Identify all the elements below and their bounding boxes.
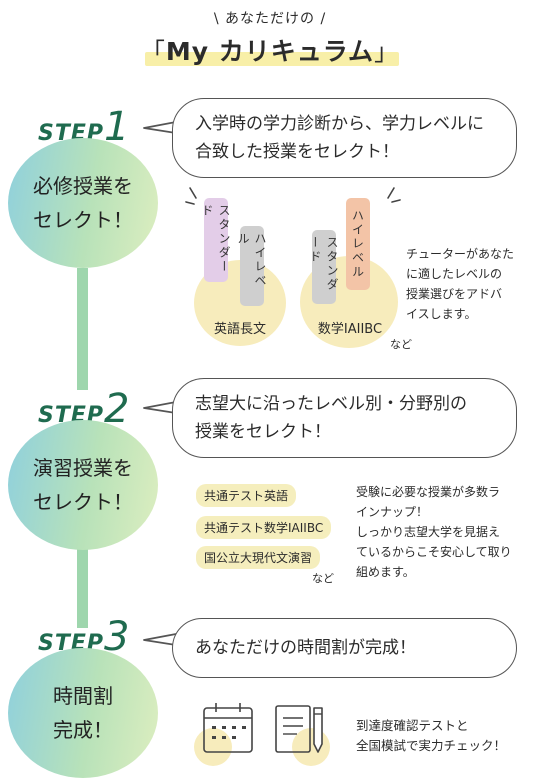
step1-note: チューターがあなた に適したレベルの 授業選びをアドバ イスします。 [406,247,515,321]
page-title: 「My カリキュラム」 [131,32,409,68]
label-english: 英語長文 [213,322,266,337]
notebook-pen-icon [275,705,323,753]
course-chip: 共通テスト数学IAIIBC [196,516,332,539]
sparkle-icon [185,187,197,205]
tag-highlevel-english: ハイレベル [236,226,267,306]
title-text: My カリキュラム [165,37,375,66]
title-wrap: 「My カリキュラム」 [0,32,540,68]
connector-line-2-3 [77,512,88,628]
course-chip: 国公立大現代文演習 [196,546,321,569]
course-chip: 共通テスト英語 [196,484,297,507]
step2-note: 受験に必要な授業が多数ラ インナップ！ しっかり志望大学を見据え ているからこそ… [356,485,512,579]
step-circle-3: 時間割 完成！ [8,648,158,778]
tag-highlevel-math: ハイレベル [346,198,370,290]
step3-note: 到達度確認テストと 全国模試で実力チェック！ [356,718,507,753]
connector-line-1-2 [77,268,88,390]
title-bracket-close: 」 [374,38,400,66]
sparkle-icon [387,187,401,203]
icon-blob [194,728,232,766]
step-bubble-2: 志望大に沿ったレベル別・分野別の 授業をセレクト！ [172,378,517,458]
bubble-tail-2 [143,401,176,414]
label-math: 数学IAIIBC [317,322,383,337]
tag-standard-math: スタンダード [308,230,339,304]
step-bubble-1: 入学時の学力診断から、学力レベルに 合致した授業をセレクト！ [172,98,517,178]
etc-label-2: など [312,572,334,585]
title-highlight [144,52,400,66]
bubble-tail-1 [143,121,176,134]
bubble-tail-3 [143,633,176,646]
tag-standard-english: スタンダード [200,198,231,282]
step-circle-2: 演習授業を セレクト！ [8,420,158,550]
header-subtitle: \ あなただけの / [213,11,327,27]
etc-label-1: など [390,338,412,351]
step-bubble-3: あなただけの時間割が完成！ [172,618,517,678]
icon-blob [292,728,330,766]
title-bracket-open: 「 [140,38,166,66]
calendar-icon [203,703,253,753]
step-circle-1: 必修授業を セレクト！ [8,138,158,268]
